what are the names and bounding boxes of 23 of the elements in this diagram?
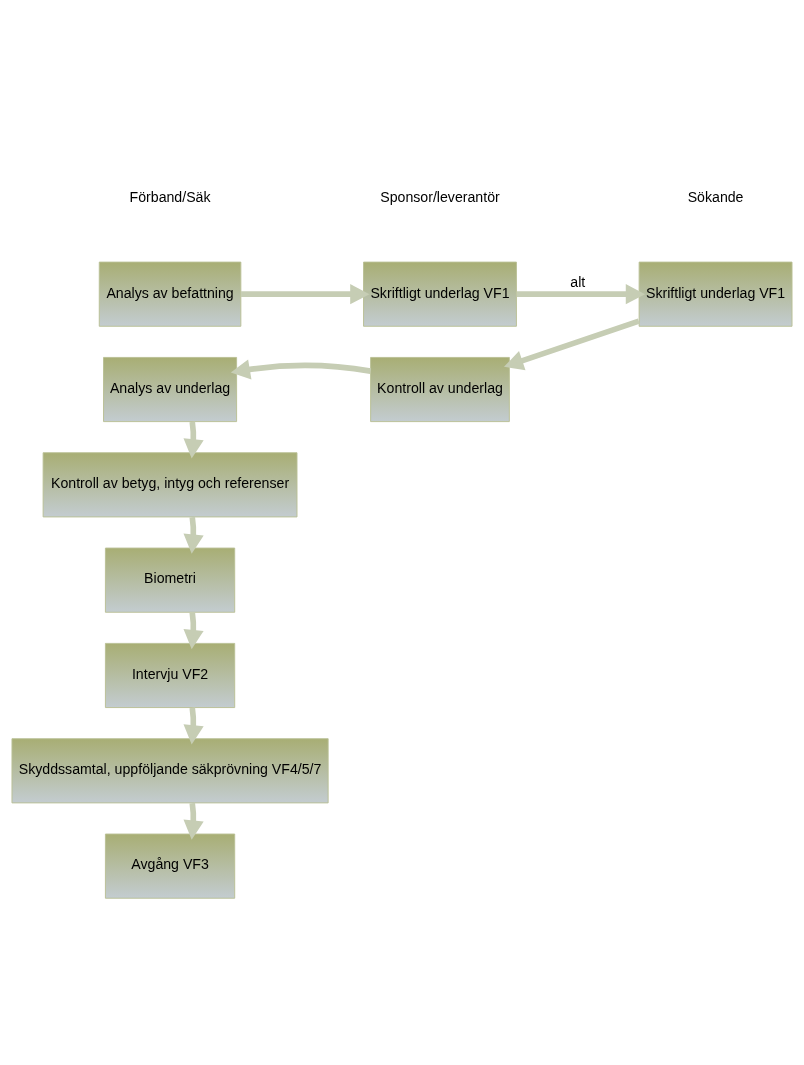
node-box: Intervju VF2 — [104, 642, 236, 709]
node-box: Biometri — [104, 547, 236, 613]
label: Förband/Säk — [129, 189, 211, 206]
node-box: Kontroll av betyg, intyg och referenser — [42, 452, 298, 518]
node-box: Analys av underlag — [103, 356, 238, 423]
arrow — [183, 707, 204, 745]
arrow — [183, 516, 204, 554]
label: Sökande — [687, 189, 744, 206]
arrow — [230, 359, 371, 380]
node-box: Analys av befattning — [98, 261, 242, 327]
edge-label: alt — [570, 273, 586, 290]
node-box: Skyddssamtal, uppföljande säkprövning VF4/5/7 — [11, 738, 329, 804]
node-box: Skriftligt underlag VF1 — [638, 261, 793, 327]
arrow — [503, 318, 640, 371]
arrow — [183, 612, 204, 650]
arrow — [516, 284, 646, 305]
arrow — [183, 802, 204, 840]
label: Sponsor/leverantör — [380, 189, 500, 206]
node-box: Skriftligt underlag VF1 — [363, 261, 517, 327]
node-box: Avgång VF3 — [104, 833, 236, 899]
node-box: Kontroll av underlag — [370, 356, 510, 423]
arrow — [183, 421, 204, 459]
arrow — [240, 284, 370, 305]
